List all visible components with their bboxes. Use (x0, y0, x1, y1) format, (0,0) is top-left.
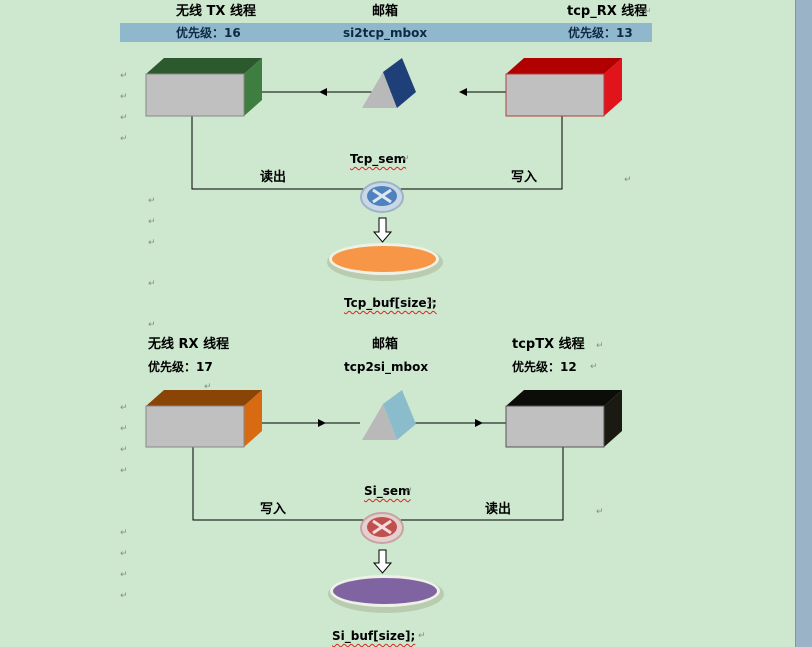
paragraph-mark-icon: ↵ (120, 466, 128, 476)
rx-wireless-thread-box (145, 390, 262, 448)
paragraph-mark-icon: ↵ (120, 445, 128, 455)
down-arrow-icon-bottom (372, 549, 393, 574)
paragraph-mark-icon: ↵ (120, 113, 128, 123)
semaphore-label-bottom: Si_sem (364, 484, 411, 498)
tcp-tx-thread-box (505, 390, 622, 448)
buffer-disc-top (327, 243, 443, 281)
mailbox-name-bottom: tcp2si_mbox (344, 360, 429, 374)
paragraph-mark-icon: ↵ (120, 92, 128, 102)
paragraph-mark-icon: ↵ (590, 362, 598, 372)
semaphore-label-top: Tcp_sem (350, 152, 407, 166)
mailbox-prism-bottom (362, 390, 416, 440)
mailbox-title-top: 邮箱 (372, 4, 399, 19)
page-margin-strip (796, 0, 812, 647)
semaphore-icon-top (360, 181, 404, 213)
buffer-disc-bottom (328, 575, 444, 613)
mailbox-title-bottom: 邮箱 (372, 337, 399, 352)
tx-priority: 优先级：16 (176, 26, 241, 40)
mailbox-prism-top (362, 58, 416, 108)
paragraph-mark-icon: ↵ (120, 570, 128, 580)
paragraph-mark-icon: ↵ (120, 591, 128, 601)
paragraph-mark-icon: ↵ (148, 238, 156, 248)
page-border (795, 0, 796, 647)
write-label-bottom: 写入 (260, 502, 287, 517)
buffer-label-bottom: Si_buf[size]; (332, 629, 416, 643)
tx-thread-box (145, 58, 262, 117)
paragraph-mark-icon: ↵ (120, 134, 128, 144)
read-label-top: 读出 (260, 170, 287, 185)
paragraph-mark-icon: ↵ (596, 507, 604, 517)
paragraph-mark-icon: ↵ (148, 279, 156, 289)
paragraph-mark-icon: ↵ (120, 528, 128, 538)
down-arrow-icon-top (372, 217, 393, 243)
mailbox-name-top: si2tcp_mbox (343, 26, 428, 40)
paragraph-mark-icon: ↵ (402, 154, 410, 164)
paragraph-mark-icon: ↵ (204, 382, 212, 392)
paragraph-mark-icon: ↵ (120, 403, 128, 413)
rx-thread-title: tcp_RX 线程 (567, 4, 648, 19)
paragraph-mark-icon: ↵ (148, 320, 156, 330)
rx-thread-box (505, 58, 622, 117)
rx-wireless-priority: 优先级：17 (148, 360, 213, 374)
paragraph-mark-icon: ↵ (120, 549, 128, 559)
paragraph-mark-icon: ↵ (418, 631, 426, 641)
read-label-bottom: 读出 (485, 502, 512, 517)
paragraph-mark-icon: ↵ (120, 71, 128, 81)
paragraph-mark-icon: ↵ (120, 424, 128, 434)
rx-priority: 优先级：13 (568, 26, 633, 40)
paragraph-mark-icon: ↵ (148, 196, 156, 206)
paragraph-mark-icon: ↵ (624, 175, 632, 185)
write-label-top: 写入 (511, 170, 538, 185)
tcp-tx-thread-title: tcpTX 线程 (512, 337, 585, 352)
paragraph-mark-icon: ↵ (427, 298, 435, 308)
priority-highlight-bar (120, 23, 652, 42)
paragraph-mark-icon: ↵ (405, 486, 413, 496)
semaphore-icon-bottom (360, 512, 404, 544)
rx-wireless-thread-title: 无线 RX 线程 (148, 337, 230, 352)
tx-thread-title: 无线 TX 线程 (176, 4, 256, 19)
paragraph-mark-icon: ↵ (148, 217, 156, 227)
paragraph-mark-icon: ↵ (644, 7, 652, 17)
buffer-label-top: Tcp_buf[size]; (344, 296, 437, 310)
paragraph-mark-icon: ↵ (596, 341, 604, 351)
tcp-tx-priority: 优先级：12 (512, 360, 577, 374)
